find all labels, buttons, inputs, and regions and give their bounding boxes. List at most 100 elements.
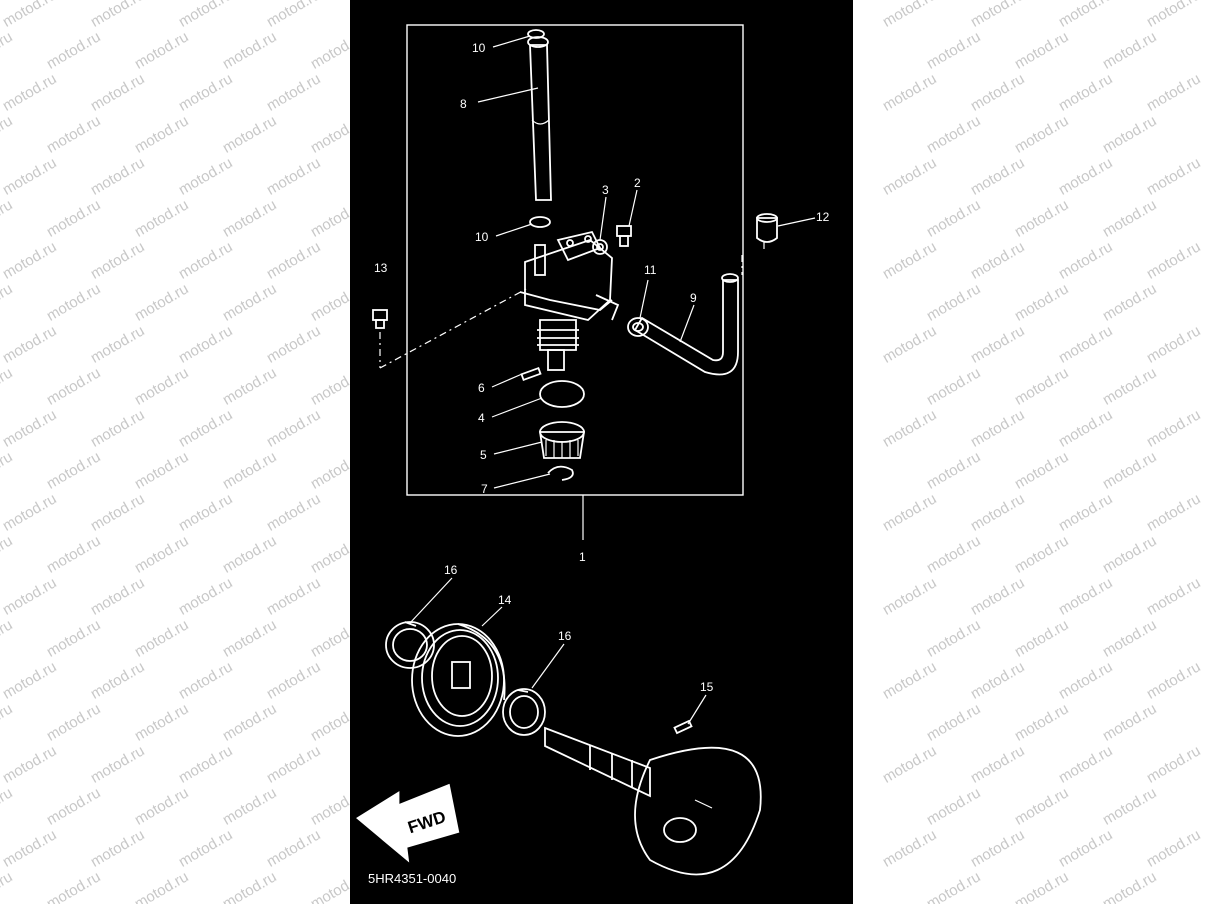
parts-diagram: FWD 10 8 3 2 12 10 13 11 <box>350 0 853 904</box>
watermark-text: motod.ru <box>87 826 148 871</box>
watermark-text: motod.ru <box>0 406 60 451</box>
pin-6 <box>520 366 542 382</box>
watermark-text: motod.ru <box>1055 490 1116 535</box>
watermark-text: motod.ru <box>43 784 104 829</box>
o-ring-4 <box>539 380 585 408</box>
watermark-text: motod.ru <box>219 784 280 829</box>
part-code-label: 5HR4351-0040 <box>368 871 456 886</box>
watermark-text: motod.ru <box>1143 70 1204 115</box>
watermark-text: motod.ru <box>87 0 148 31</box>
watermark-text: motod.ru <box>131 364 192 409</box>
clamp-11 <box>627 317 649 337</box>
watermark-text: motod.ru <box>0 574 60 619</box>
callout-8: 8 <box>460 97 467 111</box>
watermark-text: motod.ru <box>87 238 148 283</box>
watermark-text: motod.ru <box>879 406 940 451</box>
watermark-text: motod.ru <box>1011 700 1072 745</box>
watermark-text: motod.ru <box>0 238 60 283</box>
watermark-text: motod.ru <box>219 700 280 745</box>
watermark-text: motod.ru <box>219 196 280 241</box>
watermark-text: motod.ru <box>1055 742 1116 787</box>
watermark-text: motod.ru <box>219 280 280 325</box>
watermark-text: motod.ru <box>879 826 940 871</box>
watermark-text: motod.ru <box>43 616 104 661</box>
watermark-text: motod.ru <box>0 826 60 871</box>
watermark-text: motod.ru <box>43 364 104 409</box>
cap-12 <box>756 213 778 252</box>
watermark-text: motod.ru <box>0 0 60 31</box>
watermark-text: motod.ru <box>131 280 192 325</box>
watermark-text: motod.ru <box>263 154 324 199</box>
watermark-text: motod.ru <box>967 406 1028 451</box>
leader-lines <box>409 35 816 725</box>
watermark-text: motod.ru <box>0 364 16 409</box>
watermark-text: motod.ru <box>967 490 1028 535</box>
watermark-text: motod.ru <box>43 28 104 73</box>
watermark-text: motod.ru <box>87 406 148 451</box>
watermark-text: motod.ru <box>923 532 984 577</box>
key-15 <box>673 719 693 735</box>
watermark-text: motod.ru <box>175 742 236 787</box>
watermark-text: motod.ru <box>923 700 984 745</box>
watermark-text: motod.ru <box>923 616 984 661</box>
callout-11: 11 <box>644 263 657 277</box>
watermark-text: motod.ru <box>1011 280 1072 325</box>
watermark-text: motod.ru <box>131 196 192 241</box>
watermark-text: motod.ru <box>175 658 236 703</box>
watermark-text: motod.ru <box>1055 238 1116 283</box>
watermark-text: motod.ru <box>263 70 324 115</box>
watermark-text: motod.ru <box>1099 364 1160 409</box>
watermark-text: motod.ru <box>131 112 192 157</box>
watermark-text: motod.ru <box>87 742 148 787</box>
watermark-text: motod.ru <box>263 574 324 619</box>
watermark-text: motod.ru <box>0 616 16 661</box>
watermark-text: motod.ru <box>1143 322 1204 367</box>
watermark-text: motod.ru <box>1011 784 1072 829</box>
watermark-text: motod.ru <box>43 112 104 157</box>
watermark-text: motod.ru <box>43 532 104 577</box>
watermark-text: motod.ru <box>1055 658 1116 703</box>
callout-16-left: 16 <box>444 563 458 577</box>
watermark-text: motod.ru <box>1099 532 1160 577</box>
watermark-text: motod.ru <box>175 490 236 535</box>
watermark-text: motod.ru <box>131 868 192 904</box>
callout-4: 4 <box>478 411 485 425</box>
watermark-text: motod.ru <box>967 70 1028 115</box>
fuel-cock-body <box>519 230 620 371</box>
watermark-text: motod.ru <box>0 322 60 367</box>
watermark-text: motod.ru <box>131 784 192 829</box>
callout-15: 15 <box>700 680 714 694</box>
dash-line-13 <box>379 287 529 369</box>
watermark-text: motod.ru <box>0 532 16 577</box>
watermark-text: motod.ru <box>967 742 1028 787</box>
watermark-text: motod.ru <box>131 448 192 493</box>
clip-7 <box>547 465 574 481</box>
screw-13 <box>372 309 388 368</box>
watermark-text: motod.ru <box>175 826 236 871</box>
watermark-text: motod.ru <box>0 280 16 325</box>
watermark-text: motod.ru <box>923 196 984 241</box>
watermark-text: motod.ru <box>131 616 192 661</box>
callout-2: 2 <box>634 176 641 190</box>
watermark-text: motod.ru <box>1099 700 1160 745</box>
watermark-text: motod.ru <box>0 868 16 904</box>
watermark-text: motod.ru <box>879 490 940 535</box>
watermark-text: motod.ru <box>879 0 940 31</box>
watermark-text: motod.ru <box>175 154 236 199</box>
watermark-text: motod.ru <box>0 700 16 745</box>
watermark-text: motod.ru <box>87 154 148 199</box>
callout-13: 13 <box>374 261 388 275</box>
watermark-text: motod.ru <box>0 448 16 493</box>
callout-9: 9 <box>690 291 697 305</box>
watermark-text: motod.ru <box>923 28 984 73</box>
watermark-text: motod.ru <box>219 448 280 493</box>
watermark-text: motod.ru <box>219 28 280 73</box>
watermark-text: motod.ru <box>0 196 16 241</box>
watermark-text: motod.ru <box>263 0 324 31</box>
watermark-text: motod.ru <box>1055 826 1116 871</box>
watermark-text: motod.ru <box>923 784 984 829</box>
watermark-text: motod.ru <box>43 280 104 325</box>
watermark-text: motod.ru <box>923 868 984 904</box>
watermark-text: motod.ru <box>967 574 1028 619</box>
watermark-text: motod.ru <box>1055 574 1116 619</box>
